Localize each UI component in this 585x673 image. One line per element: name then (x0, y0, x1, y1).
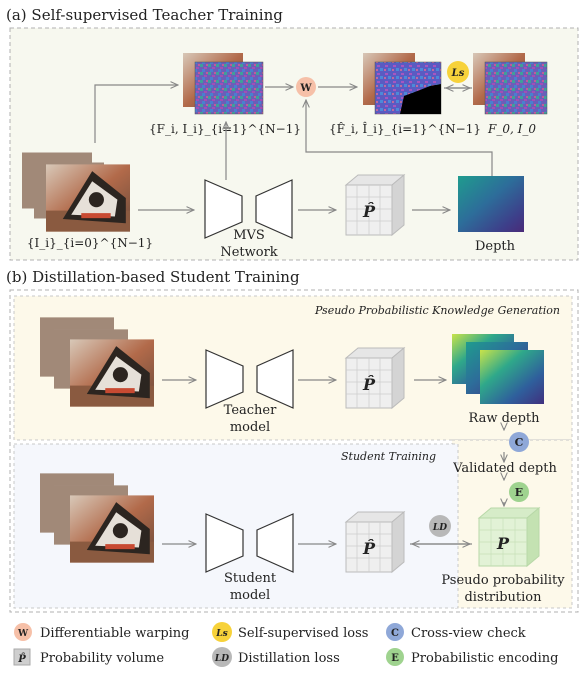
mvs-network (204, 179, 293, 239)
legend-symbol: E (391, 653, 399, 664)
distillation-loss-node: LD (429, 515, 451, 537)
reference-feature-map (473, 53, 548, 115)
legend-symbol: W (17, 629, 29, 639)
teacher-label-1: Teacher (224, 403, 277, 418)
self-supervised-loss-node: Ls (447, 61, 469, 83)
legend: W Differentiable warping Ls Self-supervi… (13, 622, 558, 667)
legend-item-cross-view-check: C Cross-view check (386, 623, 526, 641)
raw-depth-label: Raw depth (468, 411, 540, 426)
legend-symbol: LD (214, 654, 229, 664)
section-b-title: (b) Distillation-based Student Training (6, 268, 300, 286)
feature-maps (183, 53, 264, 115)
volume-symbol-a: P̂ (362, 202, 376, 221)
probabilistic-encoding-node: E (509, 482, 529, 502)
probability-volume-teacher (344, 346, 406, 410)
legend-symbol: Ls (215, 629, 227, 639)
pseudo-box-title: Pseudo Probabilistic Knowledge Generatio… (314, 304, 560, 317)
warped-label: {F̂_i, Î_i}_{i=1}^{N−1} (329, 121, 481, 136)
volume-symbol-teacher: P̂ (362, 375, 376, 394)
depth-map (458, 176, 524, 232)
legend-item-warping: W Differentiable warping (14, 623, 190, 641)
student-model (205, 513, 294, 573)
legend-text: Cross-view check (411, 626, 526, 641)
pseudo-prob-label-1: Pseudo probability (441, 573, 565, 588)
legend-symbol: C (391, 628, 399, 639)
network-label-2: Network (220, 245, 277, 260)
legend-item-probability-volume: P̂ Probability volume (13, 648, 164, 666)
probability-volume-student (344, 510, 406, 574)
probability-volume-a (344, 173, 406, 237)
student-label-2: model (230, 588, 270, 603)
legend-text: Distillation loss (238, 651, 340, 666)
legend-text: Probability volume (40, 651, 164, 666)
warp-symbol: W (299, 83, 312, 94)
volume-symbol-student: P̂ (362, 539, 376, 558)
warp-node: W (296, 77, 316, 97)
teacher-model (205, 349, 294, 409)
warped-feature-maps (363, 53, 442, 115)
loss-symbol: Ls (451, 68, 465, 79)
legend-symbol: P̂ (17, 653, 26, 665)
arrows-b (162, 380, 504, 544)
student-box-title: Student Training (341, 450, 436, 463)
encode-symbol: E (515, 486, 523, 499)
legend-text: Self-supervised loss (238, 626, 368, 641)
legend-text: Differentiable warping (40, 626, 190, 641)
distill-symbol: LD (432, 523, 447, 533)
legend-text: Probabilistic encoding (411, 651, 558, 666)
student-label-1: Student (224, 571, 277, 586)
cross-view-check-node: C (509, 432, 529, 452)
pseudo-symbol: P (496, 534, 510, 553)
depth-label: Depth (475, 239, 516, 254)
arrows-a (94, 85, 493, 210)
input-images-label: {I_i}_{i=0}^{N−1} (27, 236, 153, 250)
pseudo-probability-volume (477, 506, 541, 568)
raw-depth-maps (452, 334, 544, 404)
teacher-label-2: model (230, 420, 270, 435)
reference-label: F_0, I_0 (487, 122, 536, 136)
check-symbol: C (515, 436, 524, 449)
features-label: {F_i, I_i}_{i=1}^{N−1} (149, 122, 301, 136)
legend-item-distillation-loss: LD Distillation loss (212, 647, 340, 667)
network-label-1: MVS (233, 228, 265, 243)
section-a-title: (a) Self-supervised Teacher Training (6, 6, 283, 24)
pseudo-prob-label-2: distribution (464, 590, 542, 605)
legend-item-probabilistic-encoding: E Probabilistic encoding (386, 648, 558, 666)
validated-depth-label: Validated depth (452, 461, 557, 476)
legend-item-self-supervised-loss: Ls Self-supervised loss (212, 622, 368, 642)
